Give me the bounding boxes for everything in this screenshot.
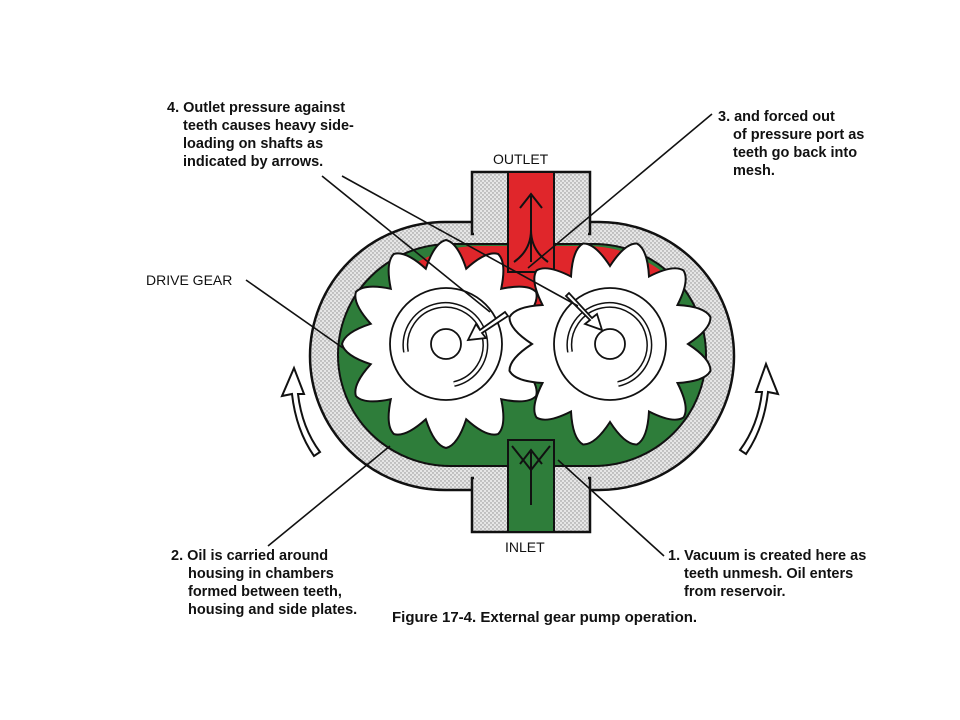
callout-1-line: teeth unmesh. Oil enters bbox=[684, 566, 853, 582]
callout-1-line: 1. Vacuum is created here as bbox=[668, 548, 866, 564]
leader-lines bbox=[245, 113, 713, 557]
callout-2: 2. Oil is carried around housing in cham… bbox=[171, 548, 357, 618]
driven-gear bbox=[508, 242, 712, 446]
callout-3-line: mesh. bbox=[733, 163, 775, 179]
rotation-arrow-icon bbox=[280, 361, 780, 458]
gear-shaft bbox=[430, 328, 462, 360]
callout-2-line: housing in chambers bbox=[188, 566, 334, 582]
callout-4-line: teeth causes heavy side- bbox=[183, 118, 354, 134]
gear-pair bbox=[340, 238, 712, 450]
outlet-label: OUTLET bbox=[493, 151, 549, 167]
side-load-arrow-icon bbox=[466, 291, 604, 342]
callout-4-line: loading on shafts as bbox=[183, 136, 323, 152]
flow-arrow-icon bbox=[511, 192, 551, 505]
callout-4-line: indicated by arrows. bbox=[183, 154, 323, 170]
inlet-label: INLET bbox=[505, 539, 545, 555]
callout-3-line: of pressure port as bbox=[733, 127, 864, 143]
callout-3: 3. and forced out of pressure port as te… bbox=[718, 109, 868, 179]
callout-3-line: 3. and forced out bbox=[718, 109, 835, 125]
rotation-arrow-icon bbox=[403, 303, 487, 386]
figure-caption: Figure 17-4. External gear pump operatio… bbox=[392, 609, 697, 626]
gear-hub-ring bbox=[389, 287, 503, 401]
rotation-arrow-icon bbox=[567, 303, 651, 386]
callout-2-line: formed between teeth, bbox=[188, 584, 342, 600]
gear-hub-ring bbox=[553, 287, 667, 401]
callout-2-line: 2. Oil is carried around bbox=[171, 548, 328, 564]
callout-4: 4. Outlet pressure against teeth causes … bbox=[167, 100, 358, 170]
drive-gear-label: DRIVE GEAR bbox=[146, 272, 232, 288]
gear-shaft bbox=[594, 328, 626, 360]
callout-2-line: housing and side plates. bbox=[188, 602, 357, 618]
drive-gear bbox=[340, 238, 552, 450]
callout-4-line: 4. Outlet pressure against bbox=[167, 100, 345, 116]
callout-3-line: teeth go back into bbox=[733, 145, 857, 161]
callout-1: 1. Vacuum is created here as teeth unmes… bbox=[668, 548, 870, 600]
callout-1-line: from reservoir. bbox=[684, 584, 786, 600]
